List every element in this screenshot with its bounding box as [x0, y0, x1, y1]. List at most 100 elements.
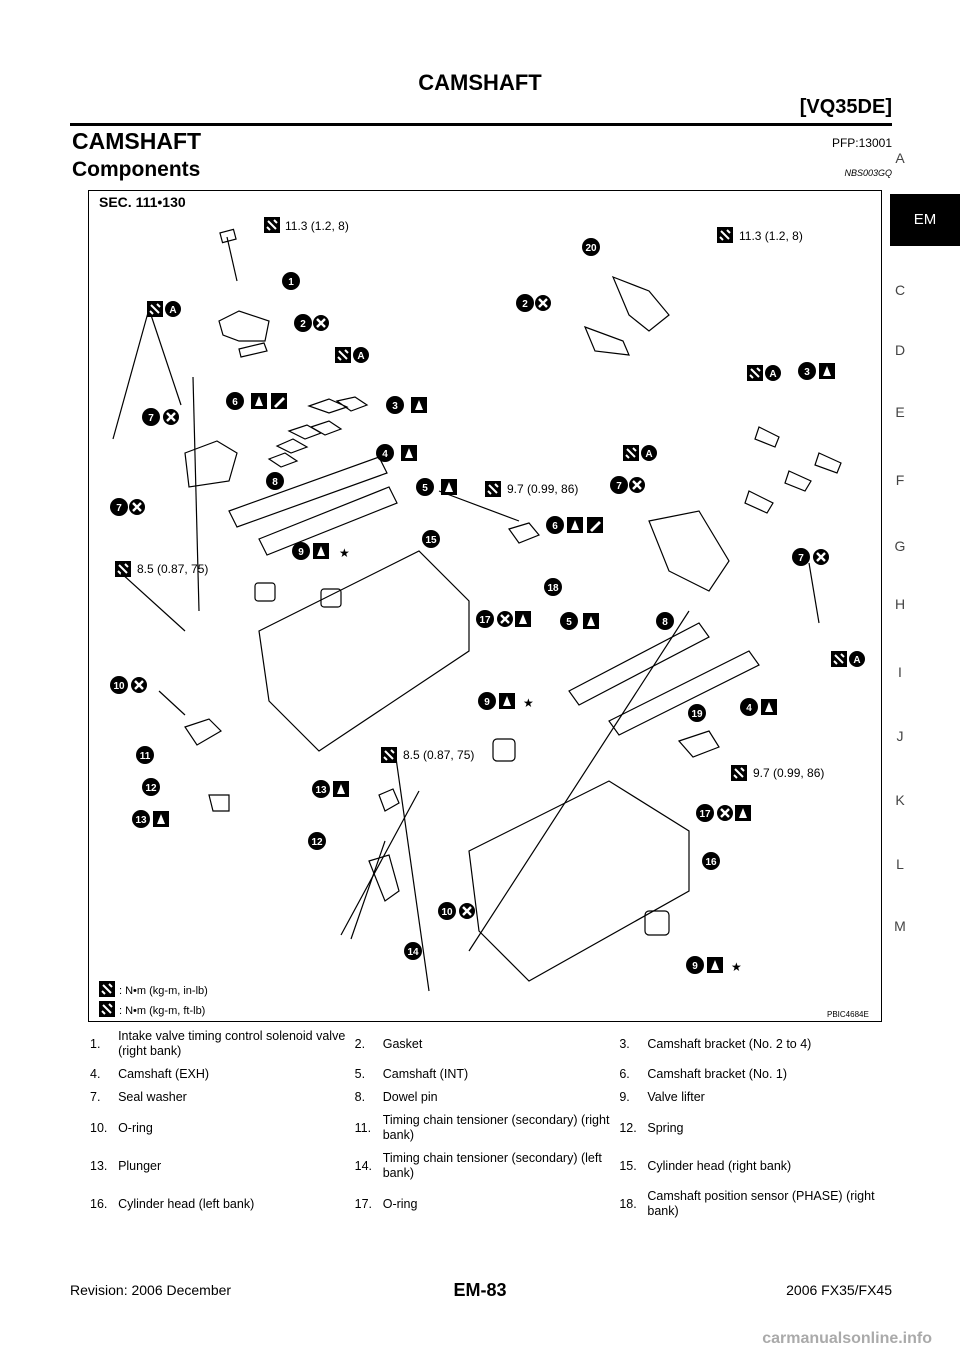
callout-12: 12	[142, 778, 160, 796]
table-row: 7.Seal washer 8.Dowel pin 9.Valve lifter	[90, 1090, 705, 1104]
callout-2: 2	[516, 294, 534, 312]
callout-6: 6	[546, 516, 564, 534]
engine-model-tag: [VQ35DE]	[799, 96, 892, 118]
torque-label: 8.5 (0.87, 75)	[403, 748, 474, 762]
oil-icon	[411, 397, 427, 413]
replace-icon	[161, 407, 181, 427]
torque-label: 9.7 (0.99, 86)	[753, 766, 824, 780]
callout-20: 20	[582, 238, 600, 256]
torque-wrench-icon	[146, 300, 164, 318]
callout-17: 17	[476, 610, 494, 628]
figure-code: PBIC4684E	[827, 1010, 869, 1019]
index-tab-m[interactable]: M	[894, 918, 906, 934]
replace-icon	[127, 497, 147, 517]
replace-icon	[457, 901, 477, 921]
index-tab-l[interactable]: L	[896, 856, 904, 872]
callout-7: 7	[792, 548, 810, 566]
svg-text:16: 16	[705, 857, 717, 868]
svg-text:15: 15	[425, 535, 437, 546]
svg-text:17: 17	[479, 615, 491, 626]
callout-9: 9	[478, 692, 496, 710]
index-tab-h[interactable]: H	[894, 596, 906, 612]
exploded-view-drawing: SEC. 111•130 11.3 (1.2, 8) 11.3 (1.2, 8)…	[98, 194, 869, 1019]
symbol-markers: ★ ★ ★	[127, 293, 835, 974]
svg-text:20: 20	[585, 243, 597, 254]
oil-icon	[401, 445, 417, 461]
replace-icon	[311, 313, 331, 333]
svg-text:A: A	[169, 305, 176, 316]
oil-icon	[333, 781, 349, 797]
svg-text:12: 12	[311, 837, 323, 848]
index-tab-c[interactable]: C	[894, 282, 906, 298]
svg-text:9: 9	[298, 547, 304, 558]
index-tab-em[interactable]: EM	[890, 194, 960, 246]
index-tab-j[interactable]: J	[896, 728, 904, 744]
replace-icon	[495, 609, 515, 629]
watermark[interactable]: carmanualsonline.info	[762, 1330, 932, 1347]
callout-13: 13	[132, 810, 150, 828]
oil-icon	[499, 693, 515, 709]
sealant-icon	[271, 393, 287, 409]
index-tab-k[interactable]: K	[895, 792, 905, 808]
svg-text:5: 5	[422, 483, 428, 494]
torque-wrench-icon	[98, 1000, 116, 1018]
svg-text:9: 9	[484, 697, 490, 708]
index-tab-f[interactable]: F	[895, 472, 905, 488]
svg-text:6: 6	[552, 521, 558, 532]
svg-text:3: 3	[804, 367, 810, 378]
callout-5: 5	[560, 612, 578, 630]
callout-3: 3	[798, 362, 816, 380]
callout-4: 4	[376, 444, 394, 462]
replace-icon	[129, 675, 149, 695]
index-tab-a[interactable]: A	[895, 150, 905, 166]
oil-icon	[313, 543, 329, 559]
star-icon: ★	[339, 546, 350, 560]
svg-text:13: 13	[135, 815, 147, 826]
table-row: 4.Camshaft (EXH) 5.Camshaft (INT) 6.Cams…	[90, 1067, 788, 1081]
callout-19: 19	[688, 704, 706, 722]
table-row: 1.Intake valve timing control solenoid v…	[90, 1029, 812, 1058]
index-tab-e[interactable]: E	[895, 404, 905, 420]
svg-text:9: 9	[692, 961, 698, 972]
oil-icon	[583, 613, 599, 629]
svg-text:7: 7	[616, 481, 622, 492]
vehicle-model: 2006 FX35/FX45	[786, 1282, 892, 1298]
header-divider	[70, 123, 892, 126]
svg-text:14: 14	[407, 947, 419, 958]
callout-17: 17	[696, 804, 714, 822]
callout-16: 16	[702, 852, 720, 870]
revision-label: Revision: 2006 December	[70, 1282, 232, 1298]
torque-wrench-icon	[334, 346, 352, 364]
oil-icon	[819, 363, 835, 379]
callout-7: 7	[610, 476, 628, 494]
table-row: 10.O-ring 11.Timing chain tensioner (sec…	[90, 1113, 684, 1142]
svg-text:10: 10	[113, 681, 125, 692]
callout-15: 15	[422, 530, 440, 548]
svg-text:7: 7	[148, 413, 154, 424]
svg-text:12: 12	[145, 783, 157, 794]
svg-text:5: 5	[566, 617, 572, 628]
callout-9: 9	[292, 542, 310, 560]
svg-text:A: A	[645, 449, 652, 460]
index-tab-d[interactable]: D	[894, 342, 906, 358]
svg-text:8: 8	[272, 477, 278, 488]
svg-text:8: 8	[662, 617, 668, 628]
nbs-code: NBS003GQ	[844, 168, 892, 178]
index-tab-g[interactable]: G	[894, 538, 906, 554]
reference-a-markers: A A A A A	[146, 300, 865, 668]
torque-wrench-icon	[730, 764, 748, 782]
subsection-title: Components	[72, 158, 201, 181]
replace-icon	[811, 547, 831, 567]
callout-1: 1	[282, 272, 300, 290]
svg-text:7: 7	[116, 503, 122, 514]
table-row: 16.Cylinder head (left bank) 17.O-ring 1…	[90, 1189, 875, 1218]
callout-2: 2	[294, 314, 312, 332]
exploded-view-figure: SEC. 111•130 11.3 (1.2, 8) 11.3 (1.2, 8)…	[88, 190, 882, 1022]
torque-wrench-icon	[716, 226, 734, 244]
torque-wrench-icon	[98, 980, 116, 998]
index-tab-i[interactable]: I	[898, 664, 902, 680]
parts-outline	[112, 228, 842, 992]
components-legend-table: 1.Intake valve timing control solenoid v…	[88, 1025, 882, 1223]
callout-14: 14	[404, 942, 422, 960]
units-legend-ftlb: : N•m (kg-m, ft-lb)	[119, 1005, 205, 1017]
